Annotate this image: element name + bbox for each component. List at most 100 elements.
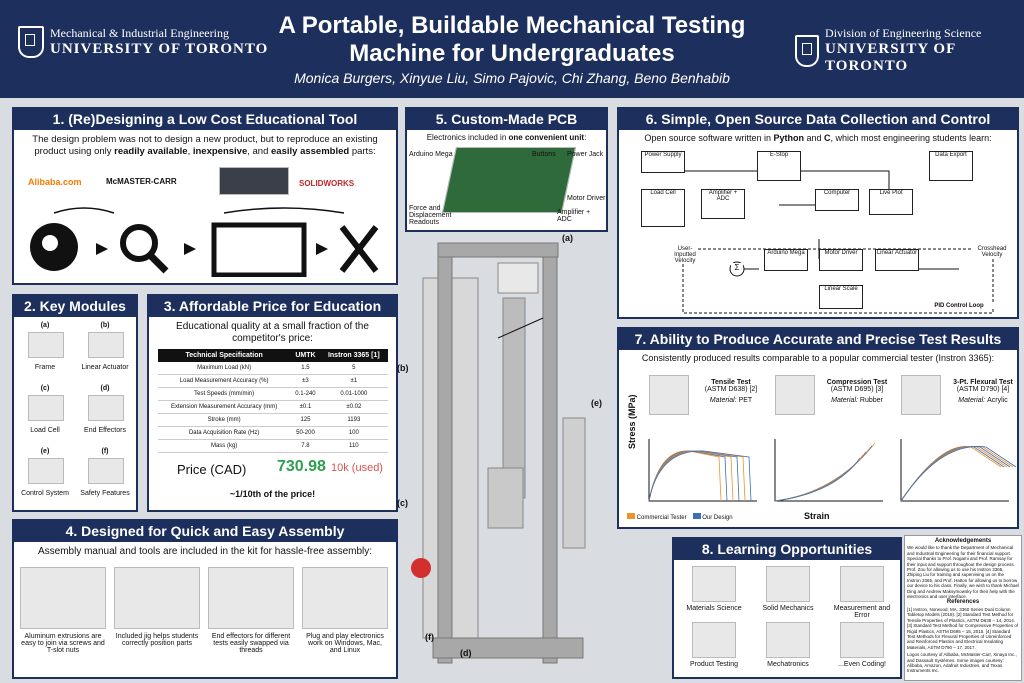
test-photo	[649, 375, 689, 415]
diagram-block: Arduino Mega	[764, 249, 808, 271]
pid-loop-label: PID Control Loop	[919, 303, 999, 309]
module-image	[88, 395, 124, 421]
module-image	[28, 458, 64, 484]
table-cell: Test Speeds (mm/min)	[157, 387, 291, 401]
poster-header: Mechanical & Industrial Engineering UNIV…	[0, 0, 1024, 98]
test-material-row: Material: PET	[691, 397, 771, 404]
test-material: PET	[738, 397, 753, 404]
magnifier-icon	[120, 224, 158, 262]
table-cell: 1193	[320, 413, 388, 427]
learning-image	[840, 566, 884, 602]
text-bold: Python	[773, 133, 804, 143]
text-run: and	[803, 133, 824, 143]
section-text: Assembly manual and tools are included i…	[37, 546, 373, 557]
table-cell: 5	[320, 362, 388, 375]
module-tag: (c)	[40, 385, 50, 392]
text-run: The design problem was not to design a n…	[32, 134, 378, 157]
module-tag: (d)	[100, 385, 110, 392]
stress-strain-curve	[774, 454, 864, 502]
stress-strain-curve	[774, 445, 873, 502]
text-run: Open source software written in	[644, 133, 774, 143]
text-bold: readily available	[114, 146, 188, 157]
table-cell: ±0.1	[290, 400, 321, 414]
diagram-block: E-Stop	[757, 151, 801, 181]
pcb-label: Power Jack	[567, 151, 604, 158]
table-cell: Mass (kg)	[157, 439, 291, 453]
table-cell: ±3	[290, 374, 321, 388]
table-cell: 1.5	[290, 362, 321, 375]
text-run: parts:	[349, 146, 376, 157]
stress-strain-curve	[648, 450, 722, 502]
legend-label: Commercial Tester	[636, 515, 687, 521]
module-label: End Effectors	[84, 427, 126, 434]
section-title: 4. Designed for Quick and Easy Assembly	[14, 521, 396, 542]
logo-univ-text: UNIVERSITY OF TORONTO	[825, 41, 956, 74]
learning-label: ...Even Coding!	[838, 661, 886, 668]
test-info: 3-Pt. Flexural Test(ASTM D790) [4]Materi…	[943, 379, 1023, 404]
learning-image	[692, 622, 736, 658]
assembly-image	[114, 567, 200, 629]
section-text: Educational quality at a small fraction …	[176, 321, 369, 344]
module-image	[88, 332, 124, 358]
section-price: 3. Affordable Price for Education Educat…	[147, 294, 398, 512]
machine-callout: (b)	[397, 363, 409, 373]
pcb-label: Amplifier + ADC	[557, 209, 591, 223]
plot-axes	[900, 439, 1009, 502]
module-image	[28, 332, 64, 358]
logos-credit: Logos courtesy of Alibaba, McMaster-Carr…	[907, 652, 1017, 674]
section-redesign: 1. (Re)Designing a Low Cost Educational …	[12, 107, 398, 285]
assembly-image	[208, 567, 294, 629]
pcb-label: Buttons	[532, 151, 556, 158]
test-standard: (ASTM D790) [4]	[956, 386, 1010, 393]
title-line-1: A Portable, Buildable Mechanical Testing	[278, 12, 746, 39]
text-bold: C	[824, 133, 831, 143]
section-text: Open source software written in Python a…	[619, 130, 1017, 146]
crest-icon	[795, 34, 820, 67]
assembly-caption: End effectors for different tests easily…	[211, 633, 291, 654]
test-info: Compression Test(ASTM D695) [3]Material:…	[817, 379, 897, 404]
diagram-block: Computer	[815, 189, 859, 211]
logo-dept-text: Division of Engineering Science	[825, 26, 982, 40]
stress-strain-curve	[648, 450, 752, 502]
crosshead-label: Crosshead Velocity	[972, 246, 1012, 258]
module-tag: (a)	[40, 322, 50, 329]
test-name: Tensile Test	[711, 379, 751, 386]
section-results: 7. Ability to Produce Accurate and Preci…	[617, 327, 1019, 529]
text-run: Electronics included in	[426, 133, 509, 142]
solidworks-screenshot	[219, 167, 289, 195]
table-cell: Load Measurement Accuracy (%)	[157, 374, 291, 388]
diagram-block: Linear Scale	[819, 285, 863, 309]
table-cell: 125	[290, 413, 321, 427]
text-bold: one convenient unit	[508, 133, 585, 142]
monitor-icon	[211, 222, 307, 277]
assembly-caption: Aluminum extrusions are easy to join via…	[21, 633, 105, 654]
logo-dept-text: Mechanical & Industrial Engineering	[50, 26, 229, 40]
learning-label: Product Testing	[689, 661, 739, 668]
assembly-caption: Plug and play electronics work on Window…	[306, 633, 384, 654]
text-run: ,	[187, 146, 193, 157]
table-cell: 50-200	[290, 426, 321, 440]
refs-text: [1] Instron, Norwood, MA. 3360 Series Du…	[907, 606, 1018, 650]
table-row: Load Measurement Accuracy (%)±3±1	[157, 374, 388, 388]
acknowledgements: Acknowledgements We would like to thank …	[904, 535, 1022, 681]
pcb-label: Motor Driver	[567, 195, 606, 202]
section-learning: 8. Learning Opportunities Materials Scie…	[672, 537, 902, 679]
table-cell: 0.01-1000	[320, 387, 388, 401]
uoft-engsci-logo: Division of Engineering Science UNIVERSI…	[795, 26, 1024, 75]
plot-axes	[648, 439, 757, 502]
diagram-block: Motor Driver	[819, 249, 863, 271]
spec-table: Technical Specification UMTK Instron 336…	[157, 349, 388, 453]
table-header: Technical Specification	[157, 349, 291, 362]
pcb-label: Force and Displacement Readouts	[409, 205, 452, 226]
section-title: 1. (Re)Designing a Low Cost Educational …	[14, 109, 396, 130]
pcb-label: Arduino Mega	[409, 151, 453, 158]
section-title: 6. Simple, Open Source Data Collection a…	[619, 109, 1017, 130]
ack-title: Acknowledgements	[934, 538, 992, 544]
plot-axes	[774, 439, 883, 502]
table-cell: Stroke (mm)	[157, 413, 291, 427]
table-cell: 110	[320, 439, 388, 453]
module-label: Load Cell	[30, 427, 60, 434]
